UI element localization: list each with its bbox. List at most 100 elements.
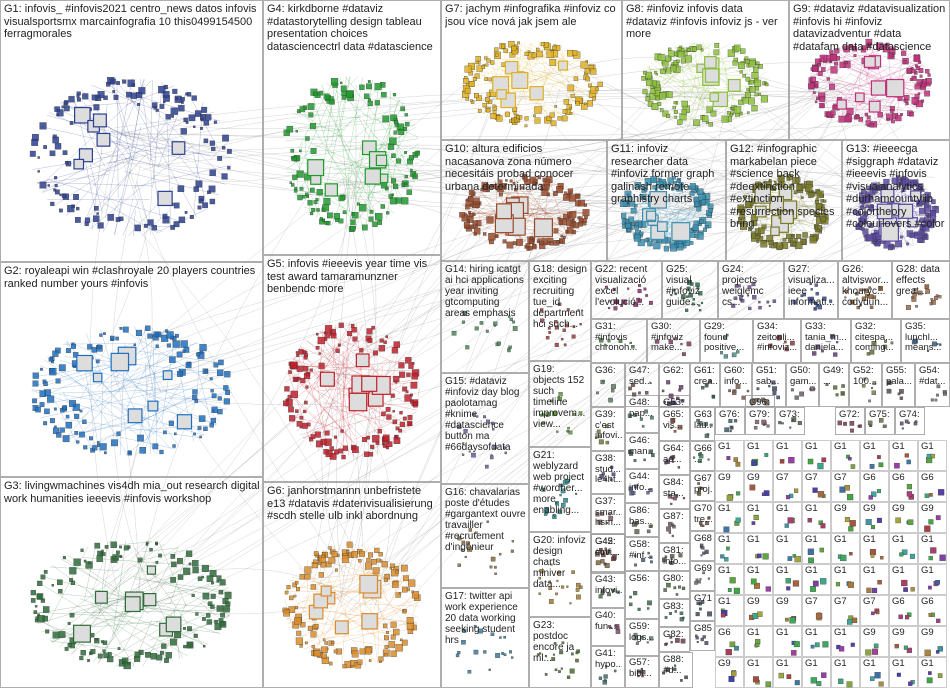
node bbox=[766, 682, 771, 687]
hub-node bbox=[166, 617, 181, 632]
node bbox=[598, 520, 603, 525]
cluster-g9 bbox=[808, 39, 931, 127]
node bbox=[34, 610, 37, 613]
node bbox=[866, 519, 872, 525]
node bbox=[580, 323, 582, 325]
node bbox=[539, 653, 541, 655]
node bbox=[297, 195, 302, 200]
node bbox=[829, 300, 832, 303]
node bbox=[561, 503, 565, 507]
node bbox=[405, 113, 408, 116]
node bbox=[817, 63, 820, 66]
node bbox=[939, 344, 941, 346]
node bbox=[300, 416, 303, 419]
node bbox=[341, 86, 347, 92]
group-panel-g74 bbox=[896, 408, 925, 435]
node bbox=[140, 447, 146, 453]
small-group-panel bbox=[890, 596, 918, 626]
node bbox=[406, 391, 408, 393]
node bbox=[493, 322, 497, 326]
node bbox=[100, 443, 107, 450]
node bbox=[546, 336, 549, 339]
node bbox=[52, 351, 58, 357]
node bbox=[641, 670, 645, 674]
node bbox=[671, 401, 675, 405]
node bbox=[193, 433, 195, 435]
node bbox=[385, 645, 388, 648]
cluster-g63 bbox=[696, 419, 712, 438]
node bbox=[59, 365, 65, 371]
node bbox=[486, 108, 490, 112]
node bbox=[791, 389, 794, 392]
node bbox=[795, 556, 801, 562]
hub-node bbox=[881, 189, 894, 202]
node bbox=[555, 326, 559, 330]
node bbox=[342, 95, 346, 99]
node bbox=[136, 92, 142, 98]
node bbox=[325, 325, 332, 332]
node bbox=[860, 289, 863, 292]
node bbox=[651, 454, 654, 457]
node bbox=[734, 457, 738, 461]
node bbox=[877, 518, 882, 523]
node bbox=[465, 66, 471, 72]
node bbox=[665, 616, 667, 618]
node bbox=[698, 581, 701, 584]
cluster-g88 bbox=[662, 665, 687, 682]
node bbox=[351, 324, 354, 327]
node bbox=[821, 199, 824, 202]
node bbox=[751, 579, 756, 584]
node bbox=[697, 189, 703, 195]
node bbox=[404, 151, 406, 153]
node bbox=[643, 89, 648, 94]
node bbox=[303, 366, 308, 371]
node bbox=[70, 613, 74, 617]
node bbox=[210, 141, 215, 146]
node bbox=[701, 600, 705, 604]
node bbox=[674, 101, 676, 103]
node bbox=[669, 394, 673, 398]
node bbox=[508, 348, 510, 350]
node bbox=[487, 93, 491, 97]
edge bbox=[130, 155, 377, 181]
node bbox=[181, 341, 188, 348]
node bbox=[465, 556, 467, 558]
node bbox=[670, 636, 672, 638]
node bbox=[925, 650, 931, 656]
node bbox=[379, 657, 384, 662]
node bbox=[731, 107, 733, 109]
node bbox=[908, 682, 912, 686]
node bbox=[289, 596, 293, 600]
node bbox=[656, 181, 663, 188]
node bbox=[916, 201, 922, 207]
node bbox=[699, 490, 701, 492]
node bbox=[98, 654, 102, 658]
edge bbox=[59, 573, 131, 647]
node bbox=[769, 179, 771, 181]
node bbox=[558, 303, 561, 306]
node bbox=[875, 672, 881, 678]
node bbox=[634, 225, 638, 229]
node bbox=[627, 194, 629, 196]
node bbox=[386, 631, 389, 634]
node bbox=[734, 297, 737, 300]
node bbox=[161, 644, 166, 649]
node bbox=[563, 109, 567, 113]
node bbox=[383, 116, 389, 122]
node bbox=[396, 571, 399, 574]
node bbox=[665, 556, 667, 558]
group-panel-g69 bbox=[691, 562, 715, 591]
node bbox=[486, 330, 489, 333]
edge bbox=[338, 190, 911, 593]
edge bbox=[340, 77, 350, 129]
node bbox=[822, 458, 826, 462]
node bbox=[457, 651, 460, 654]
node bbox=[186, 93, 188, 95]
small-group-panel bbox=[890, 503, 918, 533]
node bbox=[575, 493, 577, 495]
node bbox=[910, 554, 915, 559]
node bbox=[564, 192, 566, 194]
cluster-g40 bbox=[608, 624, 620, 634]
node bbox=[65, 647, 69, 651]
node bbox=[578, 200, 584, 206]
